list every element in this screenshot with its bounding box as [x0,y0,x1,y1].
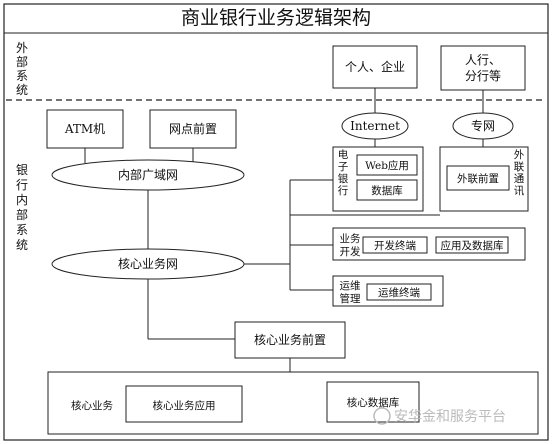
pboc-branches-box [440,45,526,91]
branch-front-label: 网点前置 [169,121,217,136]
atm-label: ATM机 [64,122,105,136]
web-app-label: Web应用 [365,159,409,172]
int-label-char: 银 [16,163,28,177]
ebank-label-char: 电 [338,148,349,161]
app-db-box [435,236,509,254]
internal-wan-label: 内部广域网 [118,167,178,182]
ext-label-char: 统 [16,83,28,97]
core-app-label: 核心业务应用 [153,399,216,412]
int-label-char: 部 [16,207,28,222]
core-app-box [125,385,243,423]
watermark-logo-icon [373,407,391,425]
int-label-char: 行 [16,178,28,192]
web-app-box [356,154,418,176]
diagram-title: 商业银行业务逻辑架构 [181,7,371,29]
core-database-box [326,381,420,423]
ebank-label-char: 银 [338,172,349,185]
extlink-front-box [446,165,510,191]
extlink-label-char: 讯 [514,184,525,197]
int-label-char: 系 [16,223,28,237]
outer-frame [3,3,549,441]
ext-label-char: 系 [16,69,28,83]
ext-label: 外部系统 [16,41,28,97]
core-business-label: 核心业务 [71,399,113,412]
ops-terminal-label: 运维终端 [378,286,420,299]
app-db-label: 应用及数据库 [441,239,504,252]
ebank-label: 电子银行 [338,148,349,197]
int-label-char: 统 [16,238,28,252]
watermark-text: 安华金和服务平台 [394,409,506,425]
ebank-label-char: 行 [338,184,349,197]
internal-section-label: 银行内部系统 [16,163,28,252]
pboc-branches-label-line1: 人行、 [465,53,501,67]
personal-enterprise-box [332,45,418,89]
dev-label-line2: 开发 [340,245,361,258]
dev-terminal-box [362,236,428,254]
extlink-label-char: 外 [514,149,525,161]
ops-label-line1: 运维 [340,279,361,292]
dev-label-line1: 业务 [340,232,361,245]
dev-terminal-label: 开发终端 [374,239,416,252]
ops-terminal-box [366,283,432,301]
core-database-label: 核心数据库 [347,396,400,409]
int-label: 银行内部系统 [16,163,28,252]
ebank-label-char: 子 [338,161,349,173]
ext-label-char: 部 [16,54,28,69]
ebank-database-label: 数据库 [371,184,403,197]
extlink-front-label: 外联前置 [457,172,499,185]
extlink-label: 外联通讯 [514,149,525,197]
external-section-label: 外部系统 [16,41,28,97]
extlink-label-char: 通 [514,173,525,185]
pboc-branches-label-line2: 分行等 [465,69,501,83]
extlink-label: 外联通讯 [514,149,525,197]
ops-label-line2: 管理 [340,292,361,305]
int-label-char: 内 [16,193,28,207]
core-front-label: 核心业务前置 [254,332,326,347]
ext-label-char: 外 [16,41,28,55]
core-front-box [234,321,346,359]
ebank-database-box [356,179,418,201]
core-network-label: 核心业务网 [118,256,178,271]
private-line-label: 专网 [471,118,495,133]
extlink-label-char: 联 [514,161,525,173]
internet-label: Internet [350,119,400,133]
personal-enterprise-label: 个人、企业 [345,59,405,74]
ebank-label: 电子银行 [338,148,349,197]
